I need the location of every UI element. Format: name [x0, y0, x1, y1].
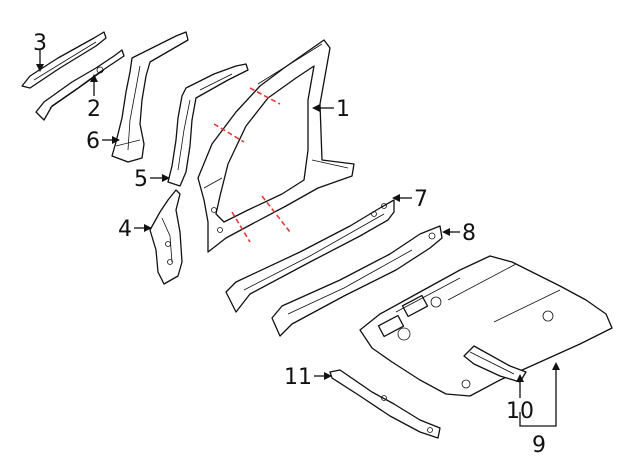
callout-7: 7	[414, 187, 428, 212]
part-3-roof-rail	[21, 31, 107, 89]
cut-lines	[213, 87, 291, 243]
part-1-body-side	[197, 39, 355, 253]
callout-9: 9	[532, 433, 546, 458]
callout-8: 8	[462, 221, 476, 246]
callout-5: 5	[134, 167, 148, 192]
part-11-bracket	[329, 369, 441, 439]
callout-11: 11	[284, 365, 312, 390]
part-4-reinforcement	[149, 189, 183, 285]
part-6-b-pillar	[111, 31, 189, 163]
callouts: 1 2 3 4 5 6 7 8 9 10 11	[33, 31, 546, 458]
callout-2: 2	[87, 97, 101, 122]
part-9-floor-pan	[359, 255, 613, 397]
part-10-cross-member	[463, 345, 527, 383]
part-5-a-pillar	[167, 63, 249, 187]
callout-4: 4	[118, 217, 132, 242]
callout-6: 6	[86, 129, 100, 154]
cut-line-rocker-front	[231, 211, 251, 243]
part-8-rocker-inner	[271, 225, 443, 337]
leader-lines	[36, 50, 560, 427]
part-7-rocker-outer	[225, 199, 395, 313]
cut-line-roof	[249, 87, 281, 105]
part-2-rail-reinforcement	[35, 49, 125, 121]
callout-10: 10	[506, 399, 534, 424]
callout-3: 3	[33, 31, 47, 56]
cut-line-upper-pillar	[213, 123, 245, 143]
callout-1: 1	[336, 97, 350, 122]
